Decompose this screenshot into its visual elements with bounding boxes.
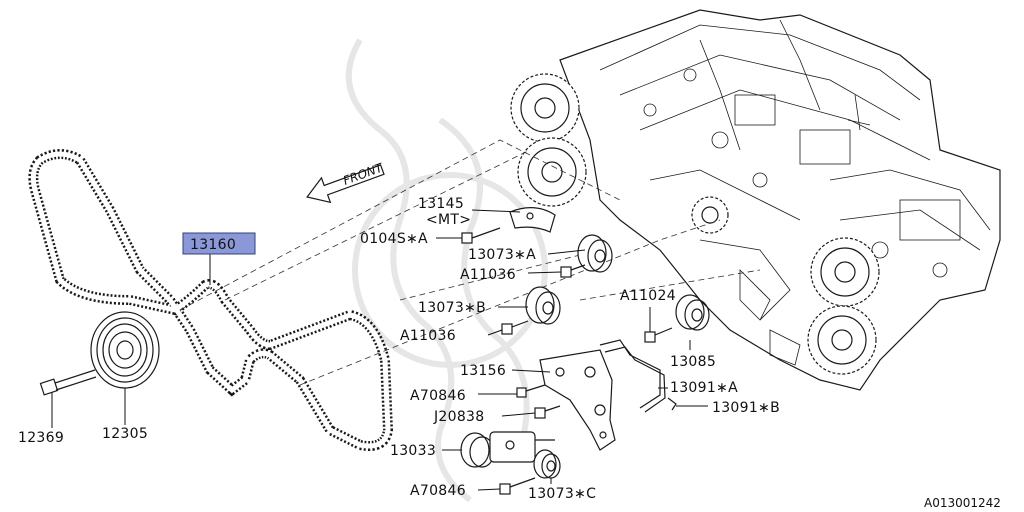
part-label-a70846-upper[interactable]: A70846 <box>410 388 466 404</box>
highlight-13160-box[interactable] <box>182 232 256 255</box>
cam-sprocket-lower <box>517 137 587 207</box>
part-label-a11036-lower[interactable]: A11036 <box>400 328 456 344</box>
idler-pulley-13073-c <box>533 449 561 479</box>
idler-pulley-13073-a <box>577 234 613 273</box>
part-label-13156[interactable]: 13156 <box>460 363 506 379</box>
cam-sprocket-upper <box>510 73 580 143</box>
idler-pulley-13073-b <box>525 286 561 325</box>
front-direction-arrow <box>306 164 385 204</box>
part-label-12305[interactable]: 12305 <box>102 426 148 442</box>
crank-sprocket-right <box>807 305 877 375</box>
part-label-13073-c[interactable]: 13073∗C <box>528 486 596 502</box>
bolt-j20838 <box>534 405 561 419</box>
part-label-13073-a[interactable]: 13073∗A <box>468 247 536 263</box>
part-label-a70846-lower[interactable]: A70846 <box>410 483 466 499</box>
belt-cover-13145 <box>509 207 556 233</box>
tensioner-rod-13091 <box>599 339 677 413</box>
water-pump-sprocket <box>691 196 729 234</box>
part-label-13160[interactable]: 13160 <box>190 237 236 253</box>
part-label-13145[interactable]: 13145 <box>418 196 464 212</box>
cam-sprocket-right <box>810 237 880 307</box>
front-label: FRONT <box>341 160 386 188</box>
image-code: A013001242 <box>924 496 1001 510</box>
crank-bolt <box>39 369 97 396</box>
engine-block <box>559 9 1001 391</box>
crank-pulley <box>90 311 160 389</box>
part-label-a11024[interactable]: A11024 <box>620 288 676 304</box>
bolt-a11036-lower <box>501 320 529 335</box>
part-label-13073-b[interactable]: 13073∗B <box>418 300 486 316</box>
bolt-a70846-upper <box>516 384 546 398</box>
part-label-13145-mt: <MT> <box>426 212 471 228</box>
part-label-0104s-a[interactable]: 0104S∗A <box>360 231 428 247</box>
leader-lines <box>51 209 708 491</box>
timing-belt <box>28 149 394 451</box>
part-label-13033[interactable]: 13033 <box>390 443 436 459</box>
tensioner-bracket-13156 <box>539 349 616 451</box>
part-label-13085[interactable]: 13085 <box>670 354 716 370</box>
bolt-a11024 <box>644 327 673 343</box>
assembly-guide-lines <box>179 139 761 386</box>
part-label-j20838[interactable]: J20838 <box>433 409 484 425</box>
part-label-a11036-upper[interactable]: A11036 <box>460 267 516 283</box>
idler-pulley-13085 <box>675 294 710 331</box>
part-label-13091-b[interactable]: 13091∗B <box>712 400 780 416</box>
part-label-13091-a[interactable]: 13091∗A <box>670 380 738 396</box>
part-label-12369[interactable]: 12369 <box>18 430 64 446</box>
